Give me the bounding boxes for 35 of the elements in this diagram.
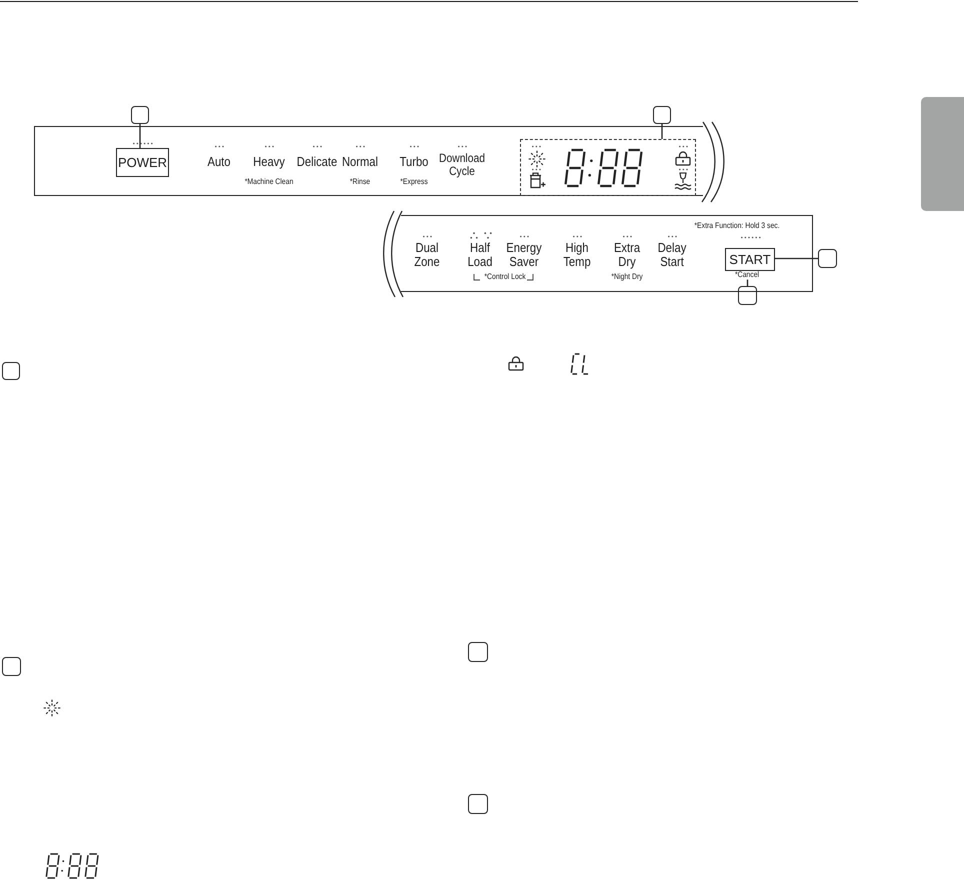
leader-line [661,124,663,139]
cycle-label: Normal [342,155,378,170]
section-tab [921,97,964,211]
callout-marker [468,642,488,662]
secondary-function-label: *Control Lock [484,273,526,282]
callout-marker [468,794,488,814]
power-button: POWER [116,148,169,177]
start-button: START [725,248,775,271]
secondary-function-label: *Machine Clean [244,178,294,187]
secondary-function-label: *Express [400,178,428,187]
cycle-label: Turbo [400,155,428,170]
option-label: Half Load [468,241,492,270]
option-label: High Temp [563,241,591,270]
option-label: Energy Saver [506,241,542,270]
secondary-function-label: *Rinse [350,178,370,187]
display-window [520,139,696,196]
leader-line [139,124,141,148]
cycle-label: Download Cycle [439,152,485,178]
leader-line [746,280,748,286]
option-label: Extra Dry [614,241,640,270]
cycle-label: Heavy [253,155,285,170]
leader-line [775,258,818,260]
callout-marker [738,286,757,305]
note-text: *Extra Function: Hold 3 sec. [694,222,780,231]
option-label: Delay Start [658,241,686,270]
callout-marker [2,657,21,676]
callout-marker [131,106,149,124]
secondary-function-label: *Night Dry [611,273,643,282]
cycle-label: Delicate [296,155,338,170]
secondary-function-label: *Cancel [734,271,760,280]
option-label: Dual Zone [414,241,440,270]
cycle-label: Auto [208,155,230,170]
callout-marker [818,249,837,268]
callout-marker [653,106,671,124]
callout-marker [2,362,20,380]
